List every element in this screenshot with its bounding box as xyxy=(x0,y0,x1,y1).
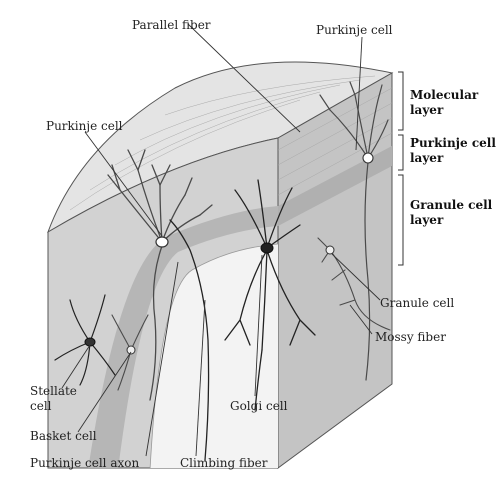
side-face xyxy=(277,72,393,469)
label-purkinje-cell-axon: Purkinje cell axon xyxy=(30,456,139,470)
label-purkinje-cell-left: Purkinje cell xyxy=(46,119,123,133)
golgi-cell-soma xyxy=(260,242,274,254)
mossy-fiber-drawing xyxy=(317,237,391,331)
label-basket-cell: Basket cell xyxy=(30,429,97,443)
purkinje-layer-band-front xyxy=(88,206,278,468)
purkinje-cell-right-drawing xyxy=(319,81,389,381)
layer-brackets xyxy=(398,71,404,266)
parallel-fibers-side xyxy=(278,87,392,196)
stellate-cell-soma xyxy=(84,337,96,347)
stellate-cell-drawing xyxy=(54,294,116,386)
label-mossy-fiber: Mossy fiber xyxy=(375,330,446,344)
label-purkinje-layer-line1: Purkinje cell xyxy=(410,136,496,150)
label-molecular-line2: layer xyxy=(410,103,444,117)
label-stellate-line1: Stellate xyxy=(30,384,77,398)
purkinje-cell-left-drawing xyxy=(107,149,213,401)
label-golgi-cell: Golgi cell xyxy=(230,399,288,413)
purkinje-cell-right-soma xyxy=(362,152,374,164)
purkinje-cell-left-soma xyxy=(155,236,169,248)
purkinje-layer-band-side xyxy=(278,146,392,226)
label-stellate-line2: cell xyxy=(30,399,52,413)
label-granule-cell: Granule cell xyxy=(380,296,454,310)
label-molecular-line1: Molecular xyxy=(410,88,479,102)
label-parallel-fiber: Parallel fiber xyxy=(132,18,211,32)
label-purkinje-layer-line2: layer xyxy=(410,151,444,165)
label-purkinje-cell-top: Purkinje cell xyxy=(316,23,393,37)
label-climbing-fiber: Climbing fiber xyxy=(180,456,268,470)
basket-cell-soma xyxy=(126,345,136,355)
label-granule-layer-line1: Granule cell xyxy=(410,198,493,212)
golgi-cell-drawing xyxy=(224,179,316,411)
label-granule-layer-line2: layer xyxy=(410,213,444,227)
granule-cell-soma xyxy=(325,245,335,255)
leader-lines xyxy=(61,23,381,457)
